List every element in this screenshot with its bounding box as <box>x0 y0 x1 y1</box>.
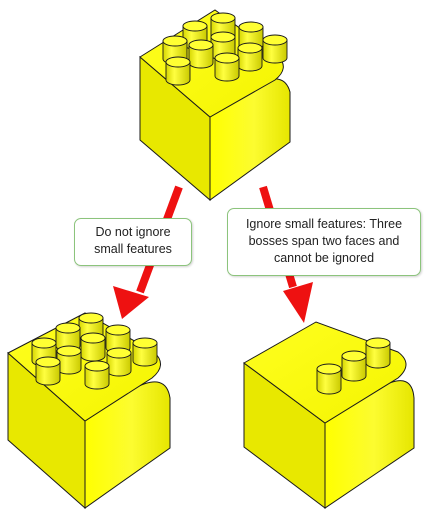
boss-cylinder-7 <box>188 39 214 69</box>
arrow-right-head <box>283 282 313 323</box>
boss-cylinder-9 <box>35 356 61 386</box>
bottom-right-block-bosses <box>316 337 391 395</box>
arrow-left-head <box>113 286 149 319</box>
boss-cylinder-8 <box>237 42 263 72</box>
boss-cylinder-2 <box>341 350 367 382</box>
boss-cylinder-9 <box>214 52 240 82</box>
boss-cylinder-6 <box>132 337 158 367</box>
top-block <box>139 9 291 202</box>
boss-cylinder-10 <box>165 56 191 86</box>
callout-do-not-ignore: Do not ignore small features <box>74 218 192 266</box>
callout-right-line-1: Ignore small features: Three <box>245 217 403 231</box>
callout-right-line-3: cannot be ignored <box>273 251 375 265</box>
bottom-left-block-bosses <box>31 312 158 390</box>
callout-left-line-2: small features <box>94 242 172 256</box>
boss-cylinder-10 <box>84 360 110 390</box>
callout-left-line-1: Do not ignore <box>95 225 171 239</box>
bottom-left-block <box>7 312 171 510</box>
bottom-right-block <box>243 321 415 510</box>
top-block-bosses <box>162 12 288 86</box>
boss-cylinder-1 <box>365 337 391 369</box>
boss-cylinder-5 <box>262 34 288 64</box>
callout-right-line-2: bosses span two faces and <box>248 234 400 248</box>
boss-cylinder-8 <box>106 347 132 377</box>
boss-cylinder-3 <box>316 363 342 395</box>
boss-cylinder-7 <box>56 345 82 375</box>
callout-ignore-small-features: Ignore small features: Three bosses span… <box>227 208 421 276</box>
boss-cylinder-4 <box>80 332 106 362</box>
